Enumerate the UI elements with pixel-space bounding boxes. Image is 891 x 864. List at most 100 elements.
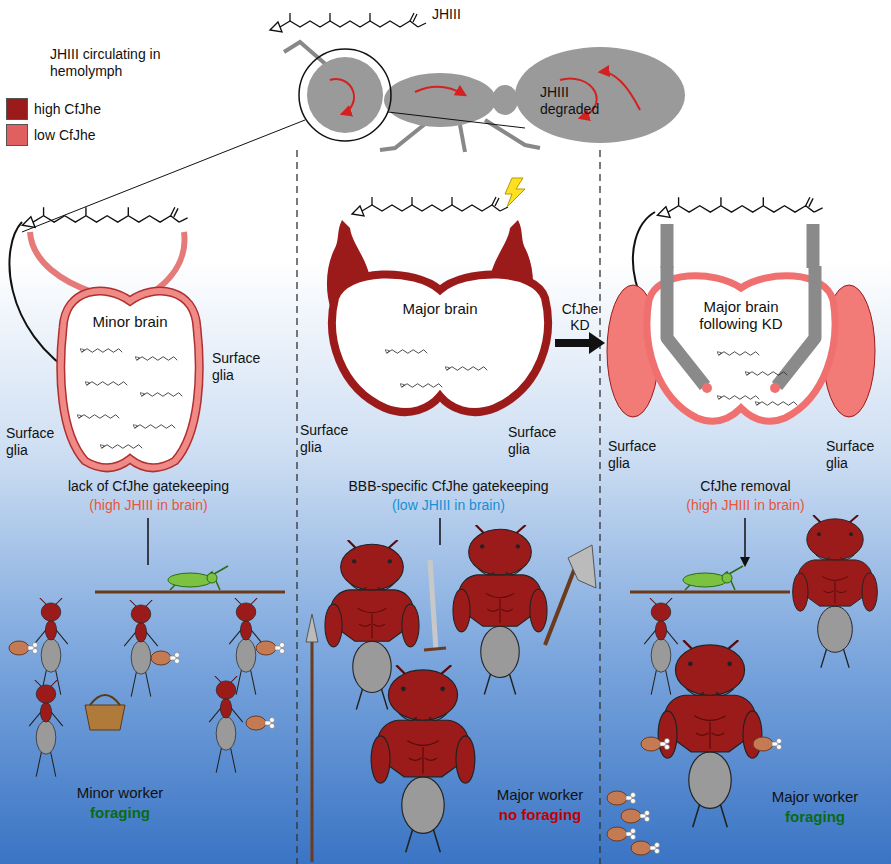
minor-workers-part bbox=[209, 676, 243, 773]
legend-text: high CfJhe bbox=[34, 101, 101, 117]
jh-molecule bbox=[80, 349, 122, 353]
minor-panel-art-part bbox=[22, 207, 187, 227]
arrow-head bbox=[589, 332, 605, 354]
annotation-label: Surface glia bbox=[608, 438, 663, 472]
major-panel-art-part bbox=[352, 197, 508, 216]
jh-molecule bbox=[745, 372, 787, 376]
annotation-label: Minor worker bbox=[40, 784, 200, 802]
kd-workers-part bbox=[658, 640, 762, 827]
jh-molecule bbox=[385, 350, 427, 354]
kd-panel-art-part bbox=[657, 197, 822, 217]
annotation-label: CfJhe removal bbox=[600, 478, 891, 495]
kd-workers-part bbox=[753, 737, 782, 751]
major-workers-part bbox=[453, 525, 547, 695]
result-arrow-part bbox=[148, 518, 745, 565]
major-workers-part bbox=[306, 614, 318, 642]
brain-outline bbox=[667, 266, 815, 386]
minor-workers-part bbox=[95, 591, 285, 594]
minor-workers-part bbox=[34, 598, 68, 695]
jh-molecule bbox=[400, 384, 442, 388]
annotation-label: Major worker bbox=[480, 786, 600, 804]
adult-ant bbox=[22, 13, 685, 232]
annotation-label: Surface glia bbox=[508, 424, 568, 458]
node-title: Major brain bbox=[384, 300, 496, 317]
brain-outline bbox=[702, 383, 712, 393]
major-workers-part bbox=[430, 560, 436, 650]
annotation-label: foraging bbox=[40, 804, 200, 822]
kd-workers-part bbox=[607, 827, 636, 841]
legend-swatch bbox=[6, 124, 28, 146]
annotation-label: lack of CfJhe gatekeeping bbox=[0, 478, 297, 495]
minor-workers-part bbox=[85, 705, 125, 730]
minor-workers-part bbox=[168, 566, 228, 590]
minor-workers-part bbox=[90, 695, 120, 705]
brain-outline bbox=[770, 383, 780, 393]
jh-molecule bbox=[100, 445, 142, 449]
minor-workers bbox=[9, 566, 285, 777]
kd-workers-part bbox=[641, 737, 670, 751]
annotation-label: Major worker bbox=[750, 788, 880, 806]
legend-row: low CfJhe bbox=[6, 124, 101, 146]
knockdown-arrow bbox=[555, 332, 605, 354]
annotation-label: no foraging bbox=[480, 806, 600, 824]
brain-outline bbox=[61, 291, 199, 468]
brain-node: Major brain bbox=[325, 268, 555, 418]
major-panel-art-part bbox=[505, 178, 525, 207]
legend-swatch bbox=[6, 98, 28, 120]
annotation-label: (high JHIII in brain) bbox=[0, 497, 297, 514]
kd-workers-part bbox=[631, 841, 660, 855]
major-workers-part bbox=[424, 648, 446, 650]
legend-row: high CfJhe bbox=[6, 98, 101, 120]
brain-outline bbox=[332, 274, 548, 412]
jh-molecule bbox=[140, 393, 182, 397]
panel-divider bbox=[297, 150, 600, 864]
jh-molecule bbox=[77, 415, 119, 419]
annotation-label: Surface glia bbox=[826, 438, 886, 472]
annotation-label: Surface glia bbox=[300, 422, 355, 456]
kd-workers-part bbox=[793, 515, 878, 668]
adult-ant-part bbox=[22, 112, 525, 232]
kd-workers-part bbox=[644, 598, 678, 695]
major-workers-part bbox=[371, 665, 475, 852]
adult-ant-part bbox=[600, 72, 640, 110]
annotation-label: Surface glia bbox=[6, 425, 61, 459]
major-workers-part bbox=[568, 545, 596, 588]
adult-ant-part bbox=[330, 79, 354, 114]
legend: high CfJhe low CfJhe bbox=[6, 98, 101, 150]
annotation-label: (low JHIII in brain) bbox=[297, 497, 600, 514]
minor-workers-part bbox=[29, 680, 63, 777]
kd-workers-part bbox=[630, 591, 790, 594]
annotation-label: JHIII degraded bbox=[540, 84, 615, 118]
major-workers-part bbox=[545, 560, 578, 645]
adult-ant-part bbox=[307, 57, 383, 133]
kd-workers-part bbox=[607, 791, 636, 805]
minor-workers-part bbox=[256, 641, 285, 655]
brain-outline bbox=[605, 266, 877, 434]
node-title: Minor brain bbox=[82, 313, 178, 330]
brain-outline bbox=[325, 268, 555, 418]
annotation-label: JHIII circulating in hemolymph bbox=[50, 46, 190, 80]
annotation-label: BBB-specific CfJhe gatekeeping bbox=[297, 478, 600, 495]
adult-ant-part bbox=[384, 73, 496, 127]
adult-ant-part bbox=[415, 87, 465, 95]
brain-outline bbox=[61, 291, 199, 468]
kd-workers-part bbox=[621, 809, 650, 823]
result-arrow bbox=[148, 518, 745, 565]
jh-molecule bbox=[717, 396, 759, 400]
annotation-label: foraging bbox=[750, 808, 880, 826]
panel-divider-part bbox=[297, 150, 600, 864]
annotation-label: (high JHIII in brain) bbox=[600, 497, 891, 514]
jh-molecule bbox=[135, 357, 177, 361]
adult-ant-part bbox=[284, 42, 540, 152]
jh-molecule bbox=[133, 425, 175, 429]
jh-molecule bbox=[85, 382, 127, 386]
arrow-shaft bbox=[555, 339, 591, 347]
legend-text: low CfJhe bbox=[34, 127, 95, 143]
minor-workers-part bbox=[246, 716, 275, 730]
jh-molecule bbox=[717, 352, 759, 356]
annotation-label: Surface glia bbox=[212, 350, 272, 384]
minor-workers-part bbox=[9, 641, 38, 655]
adult-ant-part bbox=[270, 13, 426, 32]
jh-molecule bbox=[755, 402, 797, 406]
